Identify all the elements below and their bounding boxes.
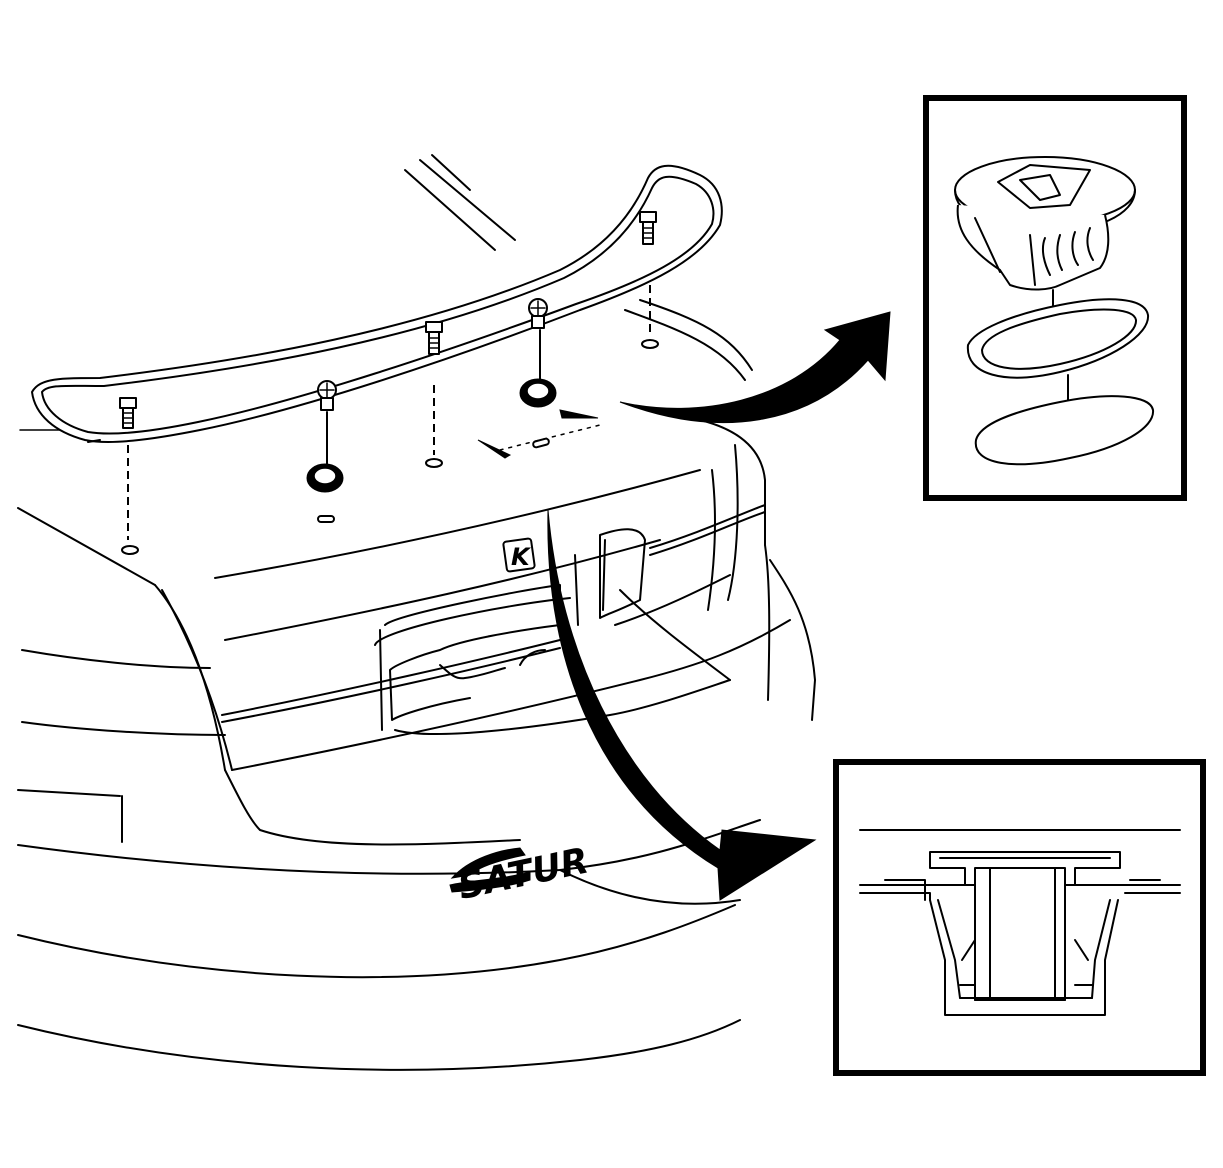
grommet-clip-left (306, 463, 344, 493)
fasteners (119, 211, 659, 555)
rear-badge: SATUR (449, 840, 593, 908)
spoiler-bolt-center (425, 321, 443, 355)
car-rear-body (17, 154, 816, 1071)
detail-inset-clip-section (833, 759, 1206, 1076)
spoiler-bolt-left (119, 397, 137, 429)
spoiler-stud-left (317, 380, 337, 411)
callout-arrow-top (619, 311, 891, 424)
badge-text: SATUR (455, 840, 593, 908)
mounting-hole-right (641, 339, 659, 349)
grommet-clip-right (519, 378, 557, 408)
callout-arrow-bottom (547, 509, 817, 901)
rear-spoiler (31, 164, 723, 443)
detail-inset-clip-assembly (923, 95, 1187, 501)
mounting-slot-right (532, 437, 550, 449)
mounting-hole-left (121, 545, 139, 555)
emblem-letter: K (511, 543, 532, 571)
mounting-slot-left (317, 515, 335, 523)
spoiler-stud-right (528, 298, 548, 329)
trunk-emblem: K (502, 537, 536, 573)
mounting-hole-center (425, 458, 443, 468)
spoiler-bolt-right (639, 211, 657, 245)
